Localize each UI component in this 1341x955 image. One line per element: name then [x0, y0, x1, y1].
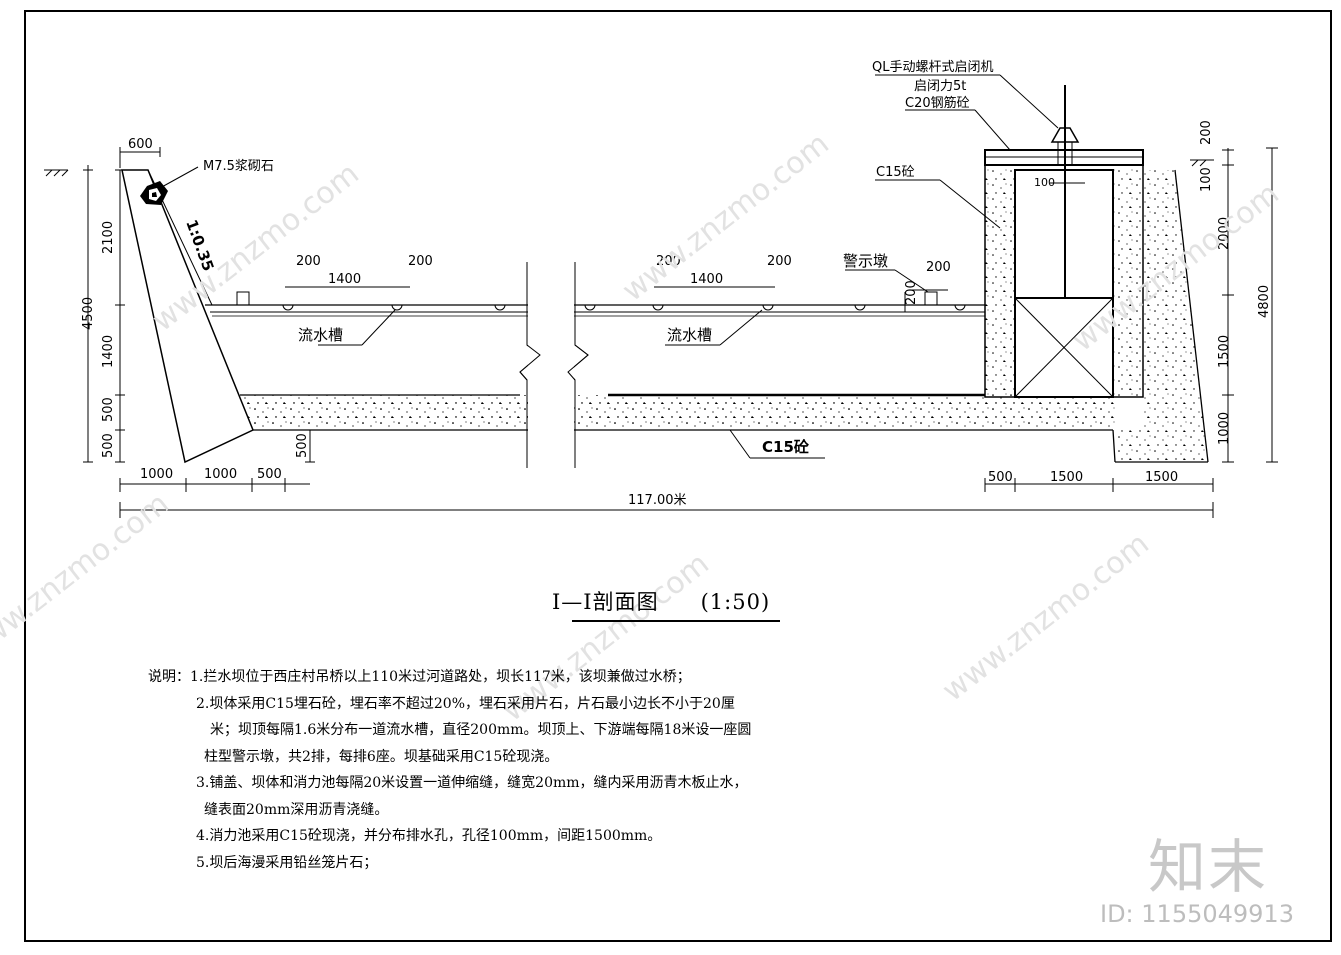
- note-line: 米；坝顶每隔1.6米分布一道流水槽，直径200mm。坝顶上、下游端每隔18米设一…: [210, 722, 752, 738]
- dim-base-500: 500: [988, 470, 1013, 485]
- watermark-logo: 知末: [1148, 833, 1269, 901]
- dim-pier-200a: 200: [926, 260, 951, 275]
- note-line: 柱型警示墩，共2排，每排6座。坝基础采用C15砼现浇。: [204, 748, 559, 765]
- label-rc-concrete: C20钢筋砼: [905, 95, 970, 111]
- drawing-frame: [24, 10, 1332, 942]
- dim-right-1500: 1500: [1217, 335, 1232, 368]
- dim-right-200: 200: [1199, 120, 1214, 145]
- label-channel-left: 流水槽: [298, 326, 343, 344]
- dim-gate-100: 100: [1034, 176, 1055, 189]
- title-main: I—I剖面图: [552, 590, 659, 614]
- dim-right-1000: 1000: [1217, 412, 1232, 445]
- groove-marks: [282, 304, 966, 311]
- dim-groove-1400a: 1400: [328, 272, 361, 287]
- dim-base-1500b: 1500: [1145, 470, 1178, 485]
- note-line: 说明：1.拦水坝位于西庄村吊桥以上110米过河道路处，坝长117米，该坝兼做过水…: [148, 669, 691, 685]
- dim-right-100: 100: [1199, 167, 1214, 192]
- label-c15-bottom: C15砼: [762, 438, 810, 456]
- note-line: 4.消力池采用C15砼现浇，并分布排水孔，孔径100mm，间距1500mm。: [196, 828, 662, 844]
- pier-small-right: [924, 291, 938, 306]
- dim-left-500b: 500: [101, 433, 116, 458]
- label-warning-pier: 警示墩: [843, 252, 888, 270]
- pier-small-left: [236, 291, 250, 306]
- dim-step-500: 500: [295, 433, 310, 458]
- note-line: 3.铺盖、坝体和消力池每隔20米设置一道伸缩缝，缝宽20mm，缝内采用沥青木板止…: [196, 775, 748, 791]
- label-channel-right: 流水槽: [667, 326, 712, 344]
- dim-left-1400: 1400: [101, 335, 116, 368]
- dim-bottom-1000a: 1000: [140, 467, 173, 482]
- dim-left-4500: 4500: [81, 297, 96, 330]
- label-c15: C15砼: [876, 165, 915, 180]
- watermark-id: ID: 1155049913: [1100, 900, 1294, 928]
- dim-groove-200a: 200: [296, 254, 321, 269]
- label-gate-hoist: QL手动螺杆式启闭机: [872, 60, 993, 75]
- dim-top-width: 600: [128, 137, 153, 152]
- dim-groove-200c: 200: [656, 254, 681, 269]
- dim-right-2000: 2000: [1217, 217, 1232, 250]
- title-scale: (1:50): [700, 590, 771, 614]
- label-hoist-force: 启闭力5t: [914, 79, 966, 94]
- title-underline: [572, 620, 780, 622]
- section-title: I—I剖面图 (1:50): [552, 586, 770, 616]
- dim-bottom-1000b: 1000: [204, 467, 237, 482]
- dim-groove-200b: 200: [408, 254, 433, 269]
- dim-pier-200b: 200: [904, 280, 919, 305]
- dim-groove-200d: 200: [767, 254, 792, 269]
- dim-groove-1400b: 1400: [690, 272, 723, 287]
- dim-right-4800: 4800: [1257, 285, 1272, 318]
- notes-block: 说明：1.拦水坝位于西庄村吊桥以上110米过河道路处，坝长117米，该坝兼做过水…: [148, 664, 751, 876]
- note-line: 缝表面20mm深用沥青浇缝。: [204, 801, 389, 818]
- dim-left-500a: 500: [101, 397, 116, 422]
- masonry-symbol: [140, 181, 168, 205]
- dim-left-2100: 2100: [101, 221, 116, 254]
- dim-total: 117.00米: [628, 493, 687, 508]
- note-line: 2.坝体采用C15埋石砼，埋石率不超过20%，埋石采用片石，片石最小边长不小于2…: [196, 695, 735, 712]
- note-line: 5.坝后海漫采用铅丝笼片石；: [196, 854, 378, 871]
- hoist: [1050, 127, 1080, 143]
- dim-base-1500a: 1500: [1050, 470, 1083, 485]
- label-masonry: M7.5浆砌石: [203, 159, 274, 174]
- dim-bottom-500: 500: [257, 467, 282, 482]
